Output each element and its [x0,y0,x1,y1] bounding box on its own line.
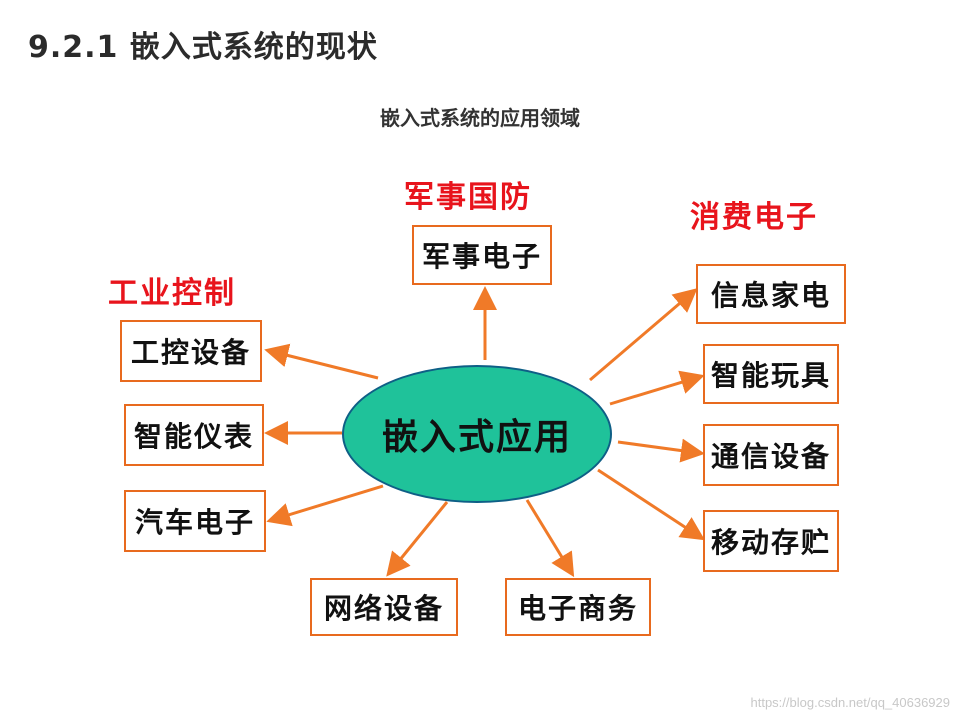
box-smart-toys: 智能玩具 [703,344,839,404]
box-network-equipment: 网络设备 [310,578,458,636]
page-title: 9.2.1 嵌入式系统的现状 [28,30,378,65]
box-auto-electronics: 汽车电子 [124,490,266,552]
box-military-electronics: 军事电子 [412,225,552,285]
arrow-to-e-commerce [525,499,575,578]
category-consumer: 消费电子 [690,200,818,235]
watermark: https://blog.csdn.net/qq_40636929 [750,695,951,710]
arrow-to-smart-toys [609,370,705,406]
arrow-to-communication-equipment [617,438,705,463]
category-military: 军事国防 [404,180,532,215]
box-home-appliances: 信息家电 [696,264,846,324]
arrow-to-network-equipment [386,501,449,577]
center-ellipse: 嵌入式应用 [342,365,612,503]
box-industrial-equipment: 工控设备 [120,320,262,382]
arrow-to-mobile-storage [597,468,706,541]
diagram-subtitle: 嵌入式系统的应用领域 [380,106,580,130]
box-smart-instruments: 智能仪表 [124,404,264,466]
box-mobile-storage: 移动存贮 [703,510,839,572]
arrow-to-home-appliances [589,288,698,382]
box-e-commerce: 电子商务 [505,578,651,636]
category-industry: 工业控制 [108,276,236,311]
arrow-to-auto-electronics [266,484,384,527]
arrow-to-industrial-equipment [264,343,379,380]
box-communication-equipment: 通信设备 [703,424,839,486]
